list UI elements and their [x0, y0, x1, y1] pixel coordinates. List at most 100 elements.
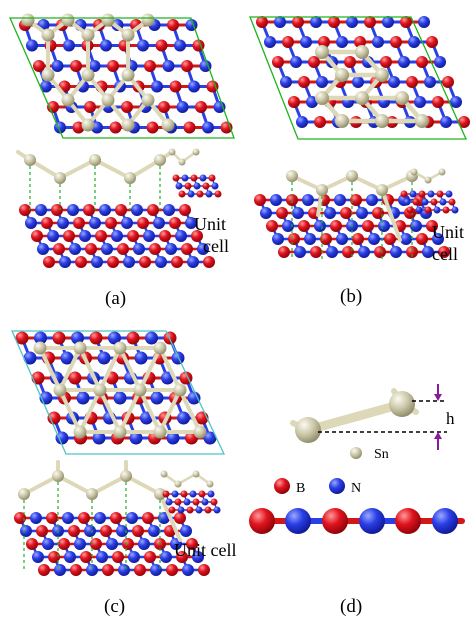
- boron-atom: [159, 230, 171, 242]
- nitrogen-atom: [116, 525, 128, 537]
- boron-atom: [26, 538, 38, 550]
- nitrogen-atom: [113, 391, 127, 405]
- boron-atom: [102, 564, 114, 576]
- nitrogen-atom: [433, 206, 441, 214]
- nitrogen-atom: [34, 331, 47, 345]
- nitrogen-atom: [182, 564, 194, 576]
- boron-atom: [46, 512, 58, 524]
- bn-side-chain: [249, 508, 465, 534]
- boron-atom: [109, 121, 122, 134]
- nitrogen-atom: [138, 538, 150, 550]
- panel-c-unit-cell-model: [160, 470, 221, 514]
- boron-atom: [254, 194, 266, 206]
- tin-atom: [375, 68, 389, 82]
- tin-atom: [24, 154, 36, 166]
- tin-atom: [168, 148, 176, 156]
- boron-atom: [105, 217, 117, 229]
- legend-b-swatch: [274, 478, 290, 494]
- nitrogen-atom: [181, 174, 189, 182]
- boron-atom: [204, 506, 212, 514]
- boron-atom: [144, 60, 156, 72]
- boron-atom: [310, 246, 322, 258]
- tin-atom: [206, 480, 214, 488]
- sn-bond: [58, 346, 82, 392]
- boron-atom: [127, 230, 139, 242]
- panel-b: Unit cell (b): [249, 16, 470, 307]
- nitrogen-atom: [76, 391, 90, 405]
- sn-bond: [78, 346, 102, 392]
- boron-atom: [72, 121, 85, 134]
- boron-atom: [195, 101, 207, 113]
- tin-atom: [161, 118, 175, 132]
- tin-atom: [81, 28, 95, 42]
- nitrogen-atom: [304, 233, 316, 245]
- panel-c-unit-cell-label: Unit cell: [174, 540, 236, 560]
- boron-atom: [308, 56, 320, 68]
- nitrogen-atom: [432, 508, 458, 534]
- nitrogen-atom: [187, 391, 201, 405]
- boron-atom: [374, 246, 386, 258]
- nitrogen-atom: [352, 76, 364, 88]
- nitrogen-atom: [150, 391, 164, 405]
- sn-bond: [58, 388, 82, 434]
- panel-b-sn-network: [315, 45, 429, 128]
- boron-atom: [192, 498, 200, 506]
- boron-atom: [68, 525, 80, 537]
- boron-atom: [33, 60, 45, 72]
- nitrogen-atom: [211, 182, 219, 190]
- tin-atom: [121, 68, 135, 82]
- panel-c-side-view: [14, 460, 210, 576]
- tin-atom: [86, 488, 98, 500]
- nitrogen-atom: [20, 525, 32, 537]
- nitrogen-atom: [64, 551, 76, 563]
- panel-b-unit-cell-label-1: Unit: [432, 222, 464, 242]
- nitrogen-atom: [207, 490, 215, 498]
- nitrogen-atom: [324, 207, 336, 219]
- nitrogen-atom: [408, 36, 420, 48]
- boron-atom: [298, 76, 310, 88]
- tin-atom: [93, 383, 107, 397]
- nitrogen-atom: [67, 204, 79, 216]
- tin-atom: [113, 341, 127, 355]
- nitrogen-atom: [274, 16, 286, 28]
- tin-atom: [101, 13, 115, 27]
- nitrogen-atom: [128, 551, 140, 563]
- tin-atom: [18, 488, 30, 500]
- boron-atom: [53, 243, 65, 255]
- boron-atom: [183, 121, 196, 134]
- tin-atom: [61, 13, 75, 27]
- nitrogen-atom: [177, 411, 190, 425]
- nitrogen-atom: [137, 39, 149, 52]
- tin-atom: [415, 114, 429, 128]
- boron-atom: [112, 551, 124, 563]
- boron-atom: [292, 16, 304, 28]
- nitrogen-atom: [150, 564, 162, 576]
- nitrogen-atom: [155, 256, 167, 268]
- panel-a-top-view: [9, 13, 235, 139]
- sn-bond: [58, 158, 97, 180]
- nitrogen-atom: [187, 190, 195, 198]
- boron-atom: [362, 220, 374, 232]
- boron-atom: [426, 36, 438, 48]
- boron-atom: [298, 220, 310, 232]
- boron-atom: [178, 190, 186, 198]
- nitrogen-atom: [445, 190, 453, 198]
- boron-atom: [278, 246, 290, 258]
- nitrogen-atom: [390, 246, 402, 258]
- nitrogen-atom: [201, 498, 209, 506]
- boron-atom: [210, 498, 218, 506]
- nitrogen-atom: [415, 206, 423, 214]
- boron-atom: [181, 60, 193, 72]
- nitrogen-atom: [79, 230, 91, 242]
- nitrogen-atom: [440, 116, 452, 128]
- nitrogen-atom: [334, 194, 346, 206]
- boron-atom: [342, 246, 354, 258]
- boron-atom: [442, 206, 450, 214]
- boron-atom: [191, 230, 203, 242]
- tin-atom: [438, 168, 446, 176]
- nitrogen-atom: [421, 198, 429, 206]
- tin-atom: [153, 341, 167, 355]
- nitrogen-atom: [133, 243, 145, 255]
- nitrogen-atom: [174, 39, 186, 52]
- panel-b-top-view: [249, 16, 470, 140]
